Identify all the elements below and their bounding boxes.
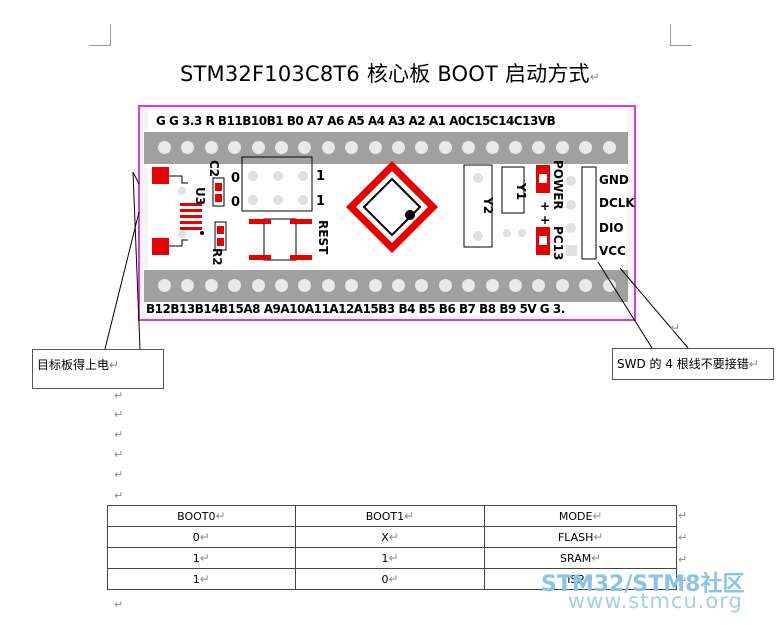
usb-connector bbox=[152, 167, 204, 255]
row-end-mark: ↵ bbox=[678, 553, 688, 566]
header-pin bbox=[509, 141, 522, 154]
header-pin bbox=[298, 279, 312, 292]
bottom-pin-header bbox=[144, 270, 628, 302]
mcu-chip bbox=[346, 161, 438, 253]
header-pin bbox=[532, 141, 546, 154]
boot-mode-table: BOOT0↵ BOOT1↵ MODE↵ 0↵ X↵ FLASH↵ 1↵ 1↵ S… bbox=[107, 505, 677, 590]
header-pin bbox=[251, 141, 265, 154]
callout-swd-wiring: SWD 的 4 根线不要接错↵ bbox=[612, 348, 774, 380]
header-pin bbox=[602, 279, 616, 292]
top-pin-header bbox=[144, 132, 628, 164]
boot0-jumper-1-label: 1 bbox=[316, 169, 325, 184]
boot1-jumper-0-label: 0 bbox=[231, 195, 240, 210]
header-mode: MODE bbox=[558, 510, 593, 523]
header-pin bbox=[579, 141, 593, 154]
watermark-url: www.stmcu.org bbox=[568, 589, 743, 613]
row-end-mark: ↵ bbox=[678, 531, 688, 544]
boot1-jumper-1-label: 1 bbox=[316, 194, 325, 209]
header-pin bbox=[345, 141, 359, 154]
u3-label: U3 bbox=[193, 187, 207, 205]
header-pin bbox=[275, 141, 288, 154]
stm32-core-board-image: G G 3.3 R B11B10B1 B0 A7 A6 A5 A4 A3 A2 … bbox=[138, 105, 636, 321]
power-led-label: POWER bbox=[551, 160, 565, 210]
header-pin bbox=[415, 141, 429, 154]
pc13-led-label: PC13 bbox=[551, 226, 565, 260]
row-end-mark: ↵ bbox=[678, 574, 688, 587]
header-pin bbox=[298, 141, 312, 154]
header-pin bbox=[228, 141, 242, 154]
page-corner-mark-top-right bbox=[670, 24, 692, 46]
header-boot0: BOOT0 bbox=[177, 510, 216, 523]
header-pin bbox=[485, 141, 499, 154]
header-pin bbox=[321, 141, 335, 154]
y1-label: Y1 bbox=[514, 182, 528, 200]
watermark-logo: STM32/STM8社区 bbox=[541, 572, 745, 597]
header-pin bbox=[602, 141, 616, 154]
header-pin bbox=[368, 279, 382, 292]
header-pin bbox=[438, 141, 452, 154]
plus-mark-2: + bbox=[540, 213, 550, 227]
swd-pin-vcc: VCC bbox=[599, 244, 626, 258]
header-pin bbox=[204, 141, 218, 154]
header-pin bbox=[555, 279, 569, 292]
header-pin bbox=[345, 279, 359, 292]
y2-label: Y2 bbox=[481, 196, 495, 214]
paragraph-mark: ↵ bbox=[670, 321, 681, 335]
c2-label: C2 bbox=[207, 160, 221, 177]
row-end-mark: ↵ bbox=[678, 509, 688, 522]
header-pin bbox=[251, 279, 265, 292]
header-pin bbox=[392, 141, 405, 154]
swd-pin-dclk: DCLK bbox=[599, 196, 635, 210]
table-row: 0↵ X↵ FLASH↵ bbox=[107, 526, 677, 548]
swd-pin-gnd: GND bbox=[599, 173, 629, 187]
header-pin bbox=[438, 279, 452, 292]
header-pin bbox=[579, 279, 593, 292]
header-pin bbox=[321, 279, 335, 292]
header-pin bbox=[392, 279, 405, 292]
header-pin bbox=[181, 279, 195, 292]
bottom-pin-labels: B12B13B14B15A8 A9A10A11A12A15B3 B4 B5 B6… bbox=[146, 302, 565, 316]
header-pin bbox=[368, 141, 382, 154]
page-corner-mark-top-left bbox=[89, 24, 111, 46]
board-components: U3 C2 R2 0 1 0 1 REST bbox=[152, 156, 635, 266]
header-pin bbox=[415, 279, 429, 292]
header-pin bbox=[158, 279, 171, 292]
table-row: 1↵ 0↵ ISP↵ bbox=[107, 568, 677, 590]
header-pin bbox=[485, 279, 499, 292]
header-pin bbox=[228, 279, 242, 292]
header-pin bbox=[204, 279, 218, 292]
header-pin bbox=[462, 279, 476, 292]
top-pin-labels: G G 3.3 R B11B10B1 B0 A7 A6 A5 A4 A3 A2 … bbox=[156, 114, 556, 128]
r2-label: R2 bbox=[210, 248, 224, 266]
paragraph-mark: ↵ bbox=[589, 70, 600, 84]
callout-target-board-power: 目标板得上电↵ bbox=[32, 349, 164, 389]
header-boot1: BOOT1 bbox=[365, 510, 405, 523]
page-title: STM32F103C8T6 核心板 BOOT 启动方式↵ bbox=[180, 62, 600, 86]
table-header-row: BOOT0↵ BOOT1↵ MODE↵ bbox=[107, 505, 677, 527]
header-pin bbox=[509, 279, 522, 292]
header-pin bbox=[462, 141, 476, 154]
boot0-jumper-0-label: 0 bbox=[231, 171, 240, 186]
header-pin bbox=[275, 279, 288, 292]
header-pin bbox=[532, 279, 546, 292]
header-pin bbox=[158, 141, 171, 154]
header-pin bbox=[181, 141, 195, 154]
plus-mark-1: + bbox=[540, 199, 550, 213]
swd-pin-dio: DIO bbox=[599, 221, 624, 235]
reset-label: REST bbox=[316, 220, 330, 255]
header-pin bbox=[555, 141, 569, 154]
